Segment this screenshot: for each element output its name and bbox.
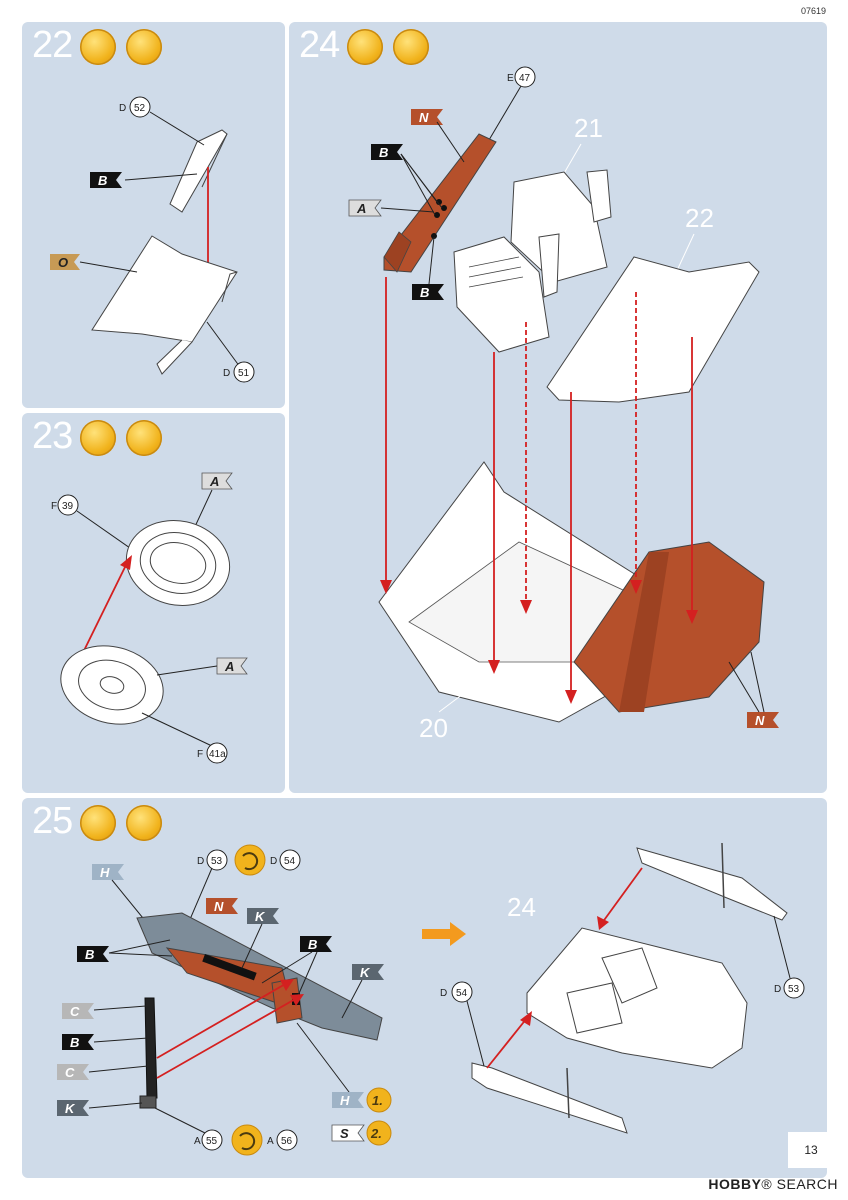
flag-o: O xyxy=(58,255,68,270)
step-25-diagram: D 53 D 54 H N K B B xyxy=(57,842,805,1156)
part-22-panel xyxy=(546,256,760,403)
step-number: 24 xyxy=(299,24,340,66)
part-prefix: F xyxy=(197,749,203,760)
part-d53-d54 xyxy=(136,912,383,1041)
part-number-circle xyxy=(129,96,151,118)
part-prefix: D xyxy=(270,856,277,867)
body-20 xyxy=(378,461,765,723)
assembly-arrows xyxy=(380,277,698,704)
step-25-panel: 25 D 53 D 54 H N K B xyxy=(22,798,827,1178)
part-number-41a: 41a xyxy=(209,749,226,760)
part-number-39: 39 xyxy=(62,501,74,512)
flag-b: B xyxy=(70,1035,79,1050)
part-label-21: 21 xyxy=(574,113,603,143)
page-number: 13 xyxy=(788,1132,834,1168)
seat-rear xyxy=(510,169,612,283)
part-label-20: 20 xyxy=(419,713,448,743)
flag-n: N xyxy=(755,713,765,728)
glue-icon xyxy=(80,29,116,65)
part-d54-right xyxy=(471,1062,628,1134)
step-23-panel: 23 A 39 F A 41a F xyxy=(22,413,285,793)
part-prefix: E xyxy=(507,73,514,84)
step-23-diagram: A 39 F A 41a F xyxy=(51,472,248,764)
watermark-suffix: SEARCH xyxy=(776,1176,838,1192)
part-label-22: 22 xyxy=(685,203,714,233)
part-number-53: 53 xyxy=(788,984,800,995)
step-number: 25 xyxy=(32,800,73,842)
part-prefix: A xyxy=(267,1136,274,1147)
part-d51 xyxy=(91,235,238,375)
part-prefix: D xyxy=(197,856,204,867)
part-prefix: D xyxy=(440,988,447,999)
part-number-52: 52 xyxy=(134,103,146,114)
watermark: HOBBY® SEARCH xyxy=(708,1176,838,1192)
part-number-54: 54 xyxy=(456,988,468,999)
flag-a: A xyxy=(356,201,366,216)
paint-brush-icon xyxy=(126,420,162,456)
order-badge xyxy=(366,1087,392,1113)
paint-brush-icon xyxy=(393,29,429,65)
step-22-diagram: 52 D B O 51 D xyxy=(50,96,255,383)
part-number-51: 51 xyxy=(238,368,250,379)
step-24-diagram: 47 E N B A B 21 xyxy=(348,66,779,743)
glue-icon xyxy=(347,29,383,65)
part-prefix: D xyxy=(119,103,126,114)
part-d52 xyxy=(169,129,228,213)
flag-k: K xyxy=(360,965,371,980)
order-badge xyxy=(366,1120,392,1146)
part-number-56: 56 xyxy=(281,1136,293,1147)
part-prefix: D xyxy=(223,368,230,379)
flag-k: K xyxy=(65,1101,76,1116)
flag-a: A xyxy=(224,659,234,674)
flag-n: N xyxy=(214,899,224,914)
glue-icon xyxy=(80,805,116,841)
rotate-icon xyxy=(231,1124,263,1156)
seat-front xyxy=(453,233,560,353)
step-24-panel: 24 47 E N B A B 21 xyxy=(289,22,827,793)
flag-c: C xyxy=(65,1065,75,1080)
flag-b: B xyxy=(420,285,429,300)
part-a55-a56 xyxy=(139,997,158,1109)
next-step-arrow xyxy=(422,922,466,946)
step-22-panel: 22 52 D B O 51 D xyxy=(22,22,285,408)
assembled-body xyxy=(526,927,748,1069)
rotate-icon xyxy=(234,844,266,876)
part-label-24: 24 xyxy=(507,892,536,922)
flag-h: H xyxy=(100,865,110,880)
glue-icon xyxy=(80,420,116,456)
part-number-55: 55 xyxy=(206,1136,218,1147)
part-prefix: A xyxy=(194,1136,201,1147)
paint-brush-icon xyxy=(126,805,162,841)
flag-b: B xyxy=(85,947,94,962)
order-second: 2. xyxy=(370,1126,382,1141)
part-number-53: 53 xyxy=(211,856,223,867)
flag-a: A xyxy=(209,474,219,489)
flag-c: C xyxy=(70,1004,80,1019)
watermark-brand: HOBBY xyxy=(708,1176,762,1192)
flag-b: B xyxy=(379,145,388,160)
watermark-mark: ® xyxy=(761,1176,773,1192)
flag-b: B xyxy=(308,937,317,952)
step-number: 22 xyxy=(32,24,73,66)
part-e47 xyxy=(383,133,497,273)
paint-brush-icon xyxy=(126,29,162,65)
part-number-54: 54 xyxy=(284,856,296,867)
flag-b: B xyxy=(98,173,107,188)
part-number-47: 47 xyxy=(519,73,531,84)
flag-k: K xyxy=(255,909,266,924)
step-number: 23 xyxy=(32,415,73,457)
part-prefix: D xyxy=(774,984,781,995)
flag-n: N xyxy=(419,110,429,125)
flag-h: H xyxy=(340,1093,350,1108)
document-code: 07619 xyxy=(800,6,826,16)
part-prefix: F xyxy=(51,501,57,512)
flag-s: S xyxy=(340,1126,349,1141)
order-first: 1. xyxy=(372,1093,383,1108)
part-d53-right xyxy=(636,842,788,921)
